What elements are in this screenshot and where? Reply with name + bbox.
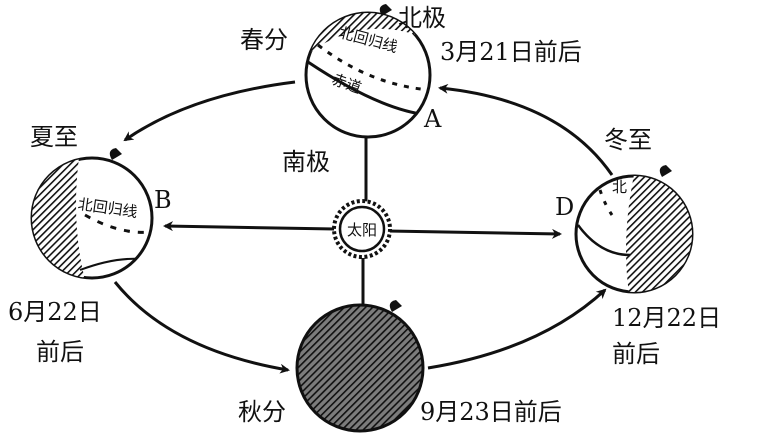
axis-north-marker-icon bbox=[389, 300, 402, 312]
tropic-label-right: 北 bbox=[612, 178, 627, 196]
autumn-equinox-label: 秋分 bbox=[238, 398, 286, 426]
spring-date-label: 3月21日前后 bbox=[440, 38, 582, 66]
sun-ray-right bbox=[387, 228, 562, 239]
spring-equinox-label: 春分 bbox=[240, 26, 288, 54]
globe-summer-solstice: 北回归线 bbox=[30, 148, 154, 280]
orbit-arrow-winter-to-spring bbox=[438, 83, 614, 176]
winter-date-line2: 前后 bbox=[612, 340, 660, 368]
axis-north-marker-icon bbox=[379, 4, 392, 16]
orbit-arrow-autumn-to-winter bbox=[427, 288, 607, 370]
autumn-date-label: 9月23日前后 bbox=[420, 398, 562, 426]
point-a-label: A bbox=[423, 105, 442, 133]
axis-north-marker-icon bbox=[109, 148, 122, 160]
orbit-arrow-summer-to-autumn bbox=[113, 281, 290, 374]
axis-north-marker-icon bbox=[659, 165, 672, 177]
summer-solstice-label: 夏至 bbox=[30, 123, 78, 151]
point-b-label: B bbox=[154, 186, 172, 214]
sun-label: 太阳 bbox=[347, 221, 377, 239]
summer-date-line1: 6月22日 bbox=[8, 298, 102, 326]
sun-ray-left bbox=[163, 221, 336, 232]
sun: 太阳 bbox=[332, 199, 392, 259]
winter-date-line1: 12月22日 bbox=[612, 304, 721, 332]
summer-date-line2: 前后 bbox=[36, 338, 84, 366]
orbit-arrow-spring-to-summer bbox=[123, 80, 296, 142]
point-d-label: D bbox=[555, 193, 574, 221]
globe-winter-solstice: 北 bbox=[574, 165, 694, 294]
south-pole-label: 南极 bbox=[282, 148, 330, 176]
globe-autumn-equinox bbox=[295, 300, 425, 433]
winter-solstice-label: 冬至 bbox=[604, 126, 652, 154]
north-pole-label: 北极 bbox=[398, 4, 446, 32]
